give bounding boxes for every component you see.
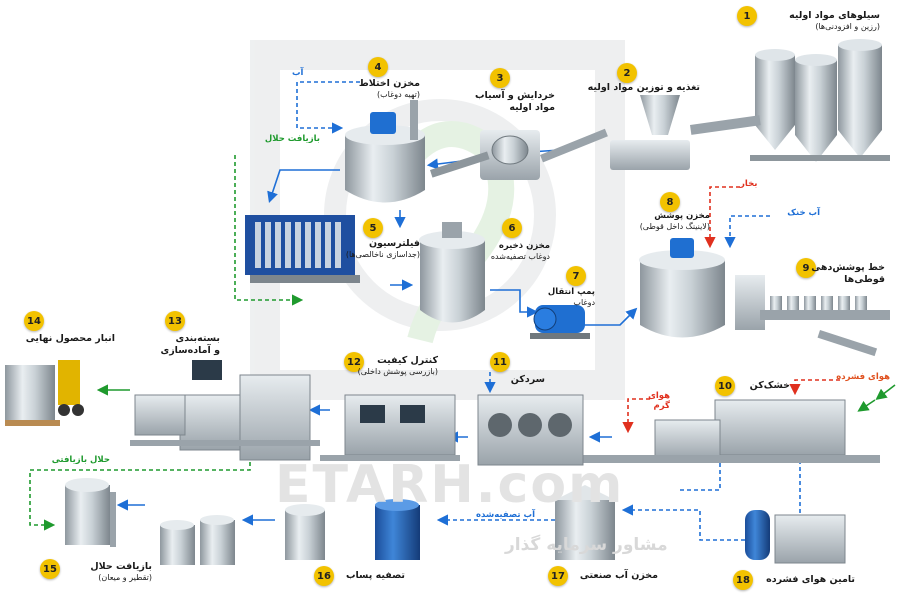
- station-label-15: بازیافت حلال (تقطیر و میعان): [62, 561, 152, 583]
- station-badge-8: 8: [660, 192, 680, 212]
- flow-label-hot-air: هوای گرم: [648, 391, 670, 411]
- station-sub-1: (رزین و افزودنی‌ها): [815, 21, 880, 31]
- flow-label-water: آب: [292, 68, 304, 78]
- station-title-1: سیلوهای مواد اولیه: [789, 10, 880, 21]
- station-badge-7: 7: [566, 266, 586, 286]
- station-sub-7: دوغاب: [573, 297, 595, 307]
- station-label-7: پمپ انتقال دوغاب: [530, 286, 595, 308]
- flow-label-solvent-recovery: بازیافت حلال: [264, 134, 320, 144]
- warehouse-equipment: [5, 360, 84, 426]
- station-title-11: سردکن: [510, 374, 545, 385]
- station-badge-12: 12: [344, 352, 364, 372]
- station-title-14: انبار محصول نهایی: [25, 333, 115, 344]
- station-title-5: فیلترسیون: [368, 238, 420, 249]
- station-label-10: خشک‌کن: [735, 380, 790, 392]
- station-label-13: بسته‌بندی و آماده‌سازی: [140, 333, 221, 357]
- station-badge-14: 14: [24, 311, 44, 331]
- station-badge-5: 5: [363, 218, 383, 238]
- station-sub-6: دوغاب تصفیه‌شده: [490, 251, 550, 261]
- solvent-recovery-equipment: [65, 478, 116, 547]
- station-title-10: خشک‌کن: [749, 380, 790, 391]
- station-badge-18: 18: [733, 570, 753, 590]
- station-label-11: سردکن: [490, 374, 545, 386]
- industrial-water-tank-equipment: [555, 485, 615, 560]
- station-sub-4: (تهیه دوغاب): [377, 89, 420, 99]
- storage-tank-equipment: [419, 222, 485, 323]
- station-label-6: مخزن ذخیره دوغاب تصفیه‌شده: [475, 240, 550, 262]
- station-title-7: پمپ انتقال: [547, 287, 595, 297]
- station-badge-4: 4: [368, 57, 388, 77]
- station-badge-2: 2: [617, 63, 637, 83]
- transfer-pump-equipment: [530, 305, 590, 339]
- flow-label-compressed-air: هوای فشرده: [836, 372, 890, 382]
- flow-label-treated-water: آب تصفیه‌شده: [475, 510, 535, 520]
- coating-tank-equipment: [639, 238, 725, 338]
- compressed-air-equipment: [745, 510, 846, 564]
- dryer-equipment: [580, 399, 880, 463]
- station-badge-15: 15: [40, 559, 60, 579]
- station-title-6: مخزن ذخیره: [498, 241, 550, 251]
- mixing-tank-equipment: [345, 100, 425, 203]
- station-sub-15: (تقطیر و میعان): [98, 572, 152, 582]
- process-flow-lines: [29, 81, 896, 541]
- station-badge-17: 17: [548, 566, 568, 586]
- flow-label-recovered-solvent: حلال بازیافتی: [51, 455, 110, 465]
- station-sub-5: (جداسازی ناخالصی‌ها): [345, 249, 420, 259]
- station-badge-13: 13: [165, 311, 185, 331]
- station-title-3: خردایش و آسیاب: [475, 90, 555, 101]
- station-title-13: بسته‌بندی: [175, 333, 220, 344]
- station-title-8: مخزن پوشش: [654, 211, 710, 221]
- station-badge-11: 11: [490, 352, 510, 372]
- feeder-conveyor-equipment: [540, 95, 761, 170]
- station-label-17: مخزن آب صنعتی: [568, 570, 658, 582]
- filter-press-equipment: [245, 215, 360, 283]
- packaging-equipment: [130, 360, 320, 461]
- station-badge-6: 6: [502, 218, 522, 238]
- station-badge-9: 9: [796, 258, 816, 278]
- station-title-17: مخزن آب صنعتی: [579, 570, 658, 581]
- station-label-12: کنترل کیفیت (بازرسی پوشش داخلی): [338, 355, 438, 377]
- station-sub-3: مواد اولیه: [509, 101, 555, 113]
- station-badge-10: 10: [715, 376, 735, 396]
- station-label-3: خردایش و آسیاب مواد اولیه: [455, 90, 555, 114]
- station-badge-16: 16: [314, 566, 334, 586]
- cooler-equipment: [477, 394, 584, 466]
- station-sub-12: (بازرسی پوشش داخلی): [357, 366, 438, 376]
- station-title-18: تامین هوای فشرده: [766, 574, 855, 585]
- station-badge-3: 3: [490, 68, 510, 88]
- station-label-4: مخزن اختلاط (تهیه دوغاب): [340, 78, 420, 100]
- station-label-9: خط پوشش‌دهی قوطی‌ها: [790, 262, 885, 286]
- station-sub-8: (لاینینگ داخل قوطی): [639, 221, 710, 231]
- station-title-16: تصفیه پساب: [345, 570, 405, 581]
- watermark-brand: ETARH.com: [275, 455, 625, 515]
- station-label-16: تصفیه پساب: [335, 570, 405, 582]
- station-title-9: خط پوشش‌دهی: [811, 262, 885, 273]
- watermark-tagline: مشاور سرمایه گذار: [505, 535, 668, 555]
- grinder-equipment: [430, 130, 540, 180]
- station-label-5: فیلترسیون (جداسازی ناخالصی‌ها): [330, 238, 420, 260]
- station-sub-9: قوطی‌ها: [844, 273, 885, 285]
- station-title-12: کنترل کیفیت: [377, 355, 438, 366]
- coating-line-equipment: [735, 275, 890, 357]
- wastewater-treatment-equipment: [160, 499, 420, 565]
- station-badge-1: 1: [737, 6, 757, 26]
- station-label-14: انبار محصول نهایی: [5, 333, 115, 345]
- station-label-2: تغذیه و توزین مواد اولیه: [560, 82, 700, 94]
- station-sub-13: و آماده‌سازی: [160, 344, 221, 356]
- station-title-4: مخزن اختلاط: [358, 78, 420, 89]
- station-title-15: بازیافت حلال: [90, 561, 152, 572]
- station-label-8: مخزن پوشش (لاینینگ داخل قوطی): [615, 210, 710, 232]
- silos-equipment: [750, 39, 890, 162]
- flow-label-steam: بخار: [740, 179, 758, 189]
- station-title-2: تغذیه و توزین مواد اولیه: [587, 82, 700, 93]
- station-label-1: سیلوهای مواد اولیه (رزین و افزودنی‌ها): [730, 10, 880, 32]
- quality-control-equipment: [320, 394, 460, 461]
- station-label-18: تامین هوای فشرده: [755, 574, 855, 586]
- flow-label-cold-water: آب خنک: [787, 208, 820, 218]
